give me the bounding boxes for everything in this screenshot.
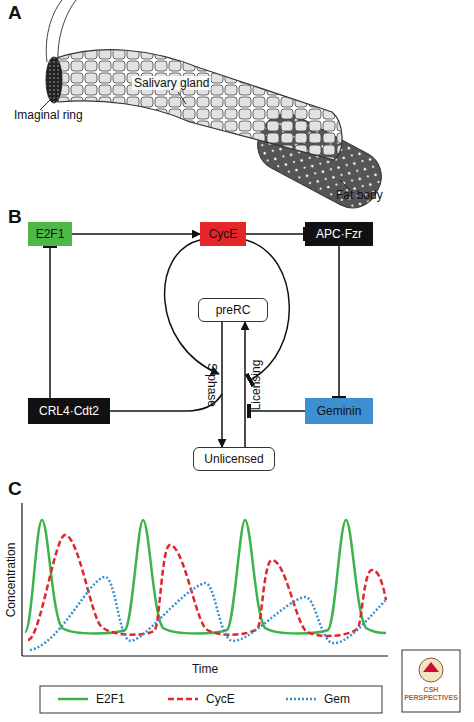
node-text: APC·Fzr — [316, 227, 362, 241]
node-text: Unlicensed — [204, 452, 263, 466]
state-box: Unlicensed — [193, 447, 275, 471]
leader-line — [178, 92, 186, 104]
figure-label: A — [8, 2, 22, 24]
node-text: CycE — [209, 227, 238, 241]
legend-item: E2F1 — [56, 691, 125, 707]
legend-swatch — [284, 691, 318, 707]
figure-label: Imaginal ring — [14, 108, 83, 122]
inhibition-connector — [49, 246, 51, 398]
activation-connector — [221, 322, 223, 447]
geminin-curve — [30, 577, 386, 650]
node-text: CRL4·Cdt2 — [39, 404, 99, 418]
salivary-gland — [56, 50, 342, 160]
protein-box: E2F1 — [28, 222, 72, 246]
legend-line — [286, 698, 316, 701]
activation-connector — [72, 233, 200, 235]
figure-label: Fat body — [336, 188, 383, 202]
y-axis — [21, 503, 22, 656]
duct-line — [58, 0, 76, 60]
legend-text: E2F1 — [96, 692, 125, 706]
edge-label: S phase — [205, 362, 219, 406]
state-box: preRC — [198, 298, 268, 322]
edge-label: Licensing — [249, 359, 263, 410]
node-text: preRC — [216, 303, 251, 317]
legend-swatch — [56, 691, 90, 707]
imaginal-ring — [46, 57, 62, 103]
legend-item: CycE — [166, 691, 235, 707]
logo-emblem — [423, 662, 439, 672]
figure-label: Time — [192, 662, 218, 676]
figure-label: Concentration — [4, 543, 18, 618]
legend-line — [58, 698, 88, 701]
legend-text: CycE — [206, 692, 235, 706]
protein-box: Geminin — [305, 398, 373, 424]
node-text: E2F1 — [36, 227, 65, 241]
figure-label: C — [8, 478, 22, 500]
activation-connector — [244, 322, 246, 447]
duct-line — [46, 0, 62, 62]
inhibition-line — [249, 410, 305, 412]
figure-label: B — [8, 206, 22, 228]
node-text: Geminin — [317, 404, 362, 418]
legend-box — [40, 686, 382, 713]
protein-box: CycE — [200, 222, 246, 246]
cyce-curve — [28, 535, 386, 640]
inhibition-connector — [338, 246, 340, 398]
x-axis — [22, 655, 388, 656]
e2f1-curve — [25, 520, 386, 634]
logo-frame — [402, 650, 460, 712]
inhibition-connector — [246, 233, 305, 235]
figure-label: Salivary gland — [132, 76, 211, 90]
legend-text: Gem — [324, 692, 350, 706]
figure-label: CSH PERSPECTIVES — [404, 686, 458, 701]
legend-item: Gem — [284, 691, 350, 707]
protein-box: CRL4·Cdt2 — [28, 398, 110, 424]
logo-emblem — [419, 658, 443, 682]
legend-swatch — [166, 691, 200, 707]
protein-box: APC·Fzr — [305, 222, 373, 246]
legend-line — [168, 698, 198, 701]
